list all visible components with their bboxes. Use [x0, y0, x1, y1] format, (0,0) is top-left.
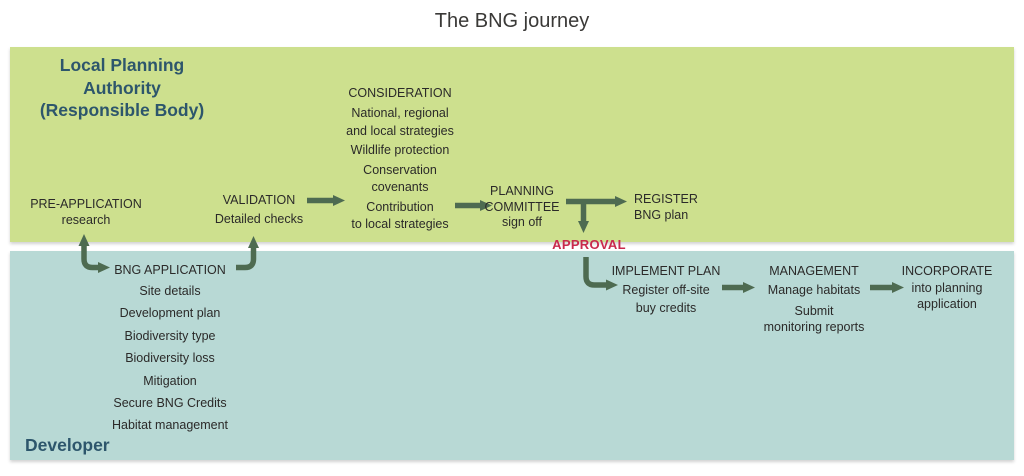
lane-label-lpa-line2: (Responsible Body)	[39, 100, 205, 120]
lane-label-lpa-line1: Local Planning Authority	[59, 55, 185, 98]
stage-incorporate-line: into planning application	[911, 281, 983, 311]
stage-implement-plan-title: IMPLEMENT PLAN	[611, 264, 721, 278]
stage-incorporate: INCORPORATE into planning application	[877, 263, 1017, 312]
stage-management-line-reports: Submit monitoring reports	[763, 303, 865, 334]
stage-consideration-title: CONSIDERATION	[348, 86, 452, 100]
stage-bng-item-biodiversity-loss: Biodiversity loss	[125, 351, 215, 366]
stage-register-bng-plan: REGISTER BNG plan	[634, 191, 724, 224]
stage-pre-application-title: PRE-APPLICATION	[30, 197, 142, 211]
stage-bng-application: BNG APPLICATION Site details Development…	[95, 262, 245, 437]
stage-planning-committee-title: PLANNING COMMITTEE	[484, 184, 560, 214]
stage-incorporate-title: INCORPORATE	[901, 264, 993, 278]
stage-bng-item-secure-credits: Secure BNG Credits	[113, 396, 227, 411]
stage-bng-item-development-plan: Development plan	[119, 306, 221, 321]
lane-label-lpa: Local Planning Authority (Responsible Bo…	[24, 54, 220, 122]
stage-management-title: MANAGEMENT	[769, 264, 859, 278]
stage-planning-committee: PLANNING COMMITTEE sign off	[467, 184, 577, 231]
stage-consideration-item-contribution: Contribution to local strategies	[351, 199, 449, 232]
approval-label: APPROVAL	[552, 237, 626, 252]
stage-validation: VALIDATION Detailed checks	[189, 192, 329, 229]
lane-label-developer: Developer	[25, 435, 110, 455]
stage-consideration-item-covenants: Conservation covenants	[363, 162, 437, 195]
stage-planning-committee-line: sign off	[501, 215, 543, 229]
stage-management: MANAGEMENT Manage habitats Submit monito…	[739, 263, 889, 335]
stage-register-title: REGISTER	[634, 192, 698, 206]
stage-validation-title: VALIDATION	[222, 193, 296, 207]
stage-consideration-item-wildlife: Wildlife protection	[350, 143, 450, 157]
stage-management-line-habitats: Manage habitats	[767, 283, 861, 297]
lane-developer	[10, 251, 1014, 460]
stage-pre-application-line: research	[61, 213, 111, 227]
stage-implement-plan-line: Register off-site buy credits	[622, 283, 710, 315]
stage-consideration: CONSIDERATION National, regional and loc…	[325, 85, 475, 236]
stage-consideration-item-strategies: National, regional and local strategies	[346, 106, 454, 138]
stage-implement-plan: IMPLEMENT PLAN Register off-site buy cre…	[591, 263, 741, 317]
stage-pre-application: PRE-APPLICATION research	[16, 196, 156, 229]
stage-register-line: BNG plan	[634, 208, 689, 222]
stage-bng-item-site-details: Site details	[139, 284, 201, 298]
lane-local-planning-authority	[10, 47, 1014, 242]
stage-validation-line: Detailed checks	[214, 212, 304, 226]
stage-bng-item-biodiversity-type: Biodiversity type	[124, 328, 216, 343]
stage-bng-item-habitat-management: Habitat management	[111, 418, 229, 433]
stage-bng-item-mitigation: Mitigation	[143, 373, 197, 388]
page-title: The BNG journey	[434, 10, 590, 32]
stage-bng-application-title: BNG APPLICATION	[114, 263, 226, 277]
